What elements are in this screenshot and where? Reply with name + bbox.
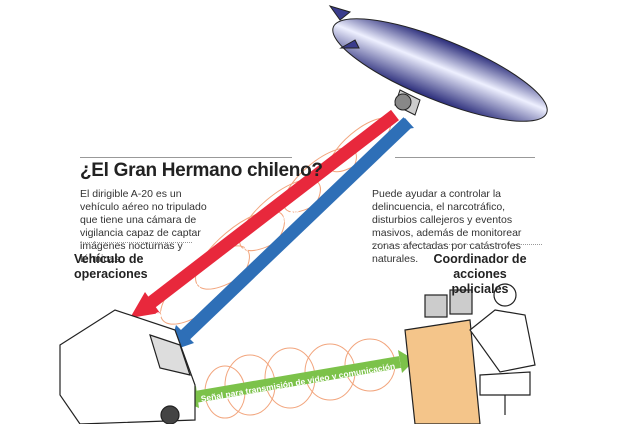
title-rule-right	[395, 157, 535, 158]
coordinator-label: Coordinador de acciones policiales	[433, 252, 527, 296]
vehicle-label: Vehículo de operaciones	[74, 252, 148, 281]
blimp-drawing	[328, 5, 548, 122]
coordinator-drawing	[404, 283, 536, 424]
divider	[80, 242, 192, 243]
intro-text: El dirigible A-20 es un vehículo aéreo n…	[80, 188, 207, 265]
page-title: ¿El Gran Hermano chileno?	[80, 160, 323, 181]
title-rule	[80, 157, 292, 158]
van-drawing	[59, 309, 196, 424]
divider	[372, 244, 542, 245]
uses-text: Puede ayudar a controlar la delincuencia…	[372, 188, 522, 265]
